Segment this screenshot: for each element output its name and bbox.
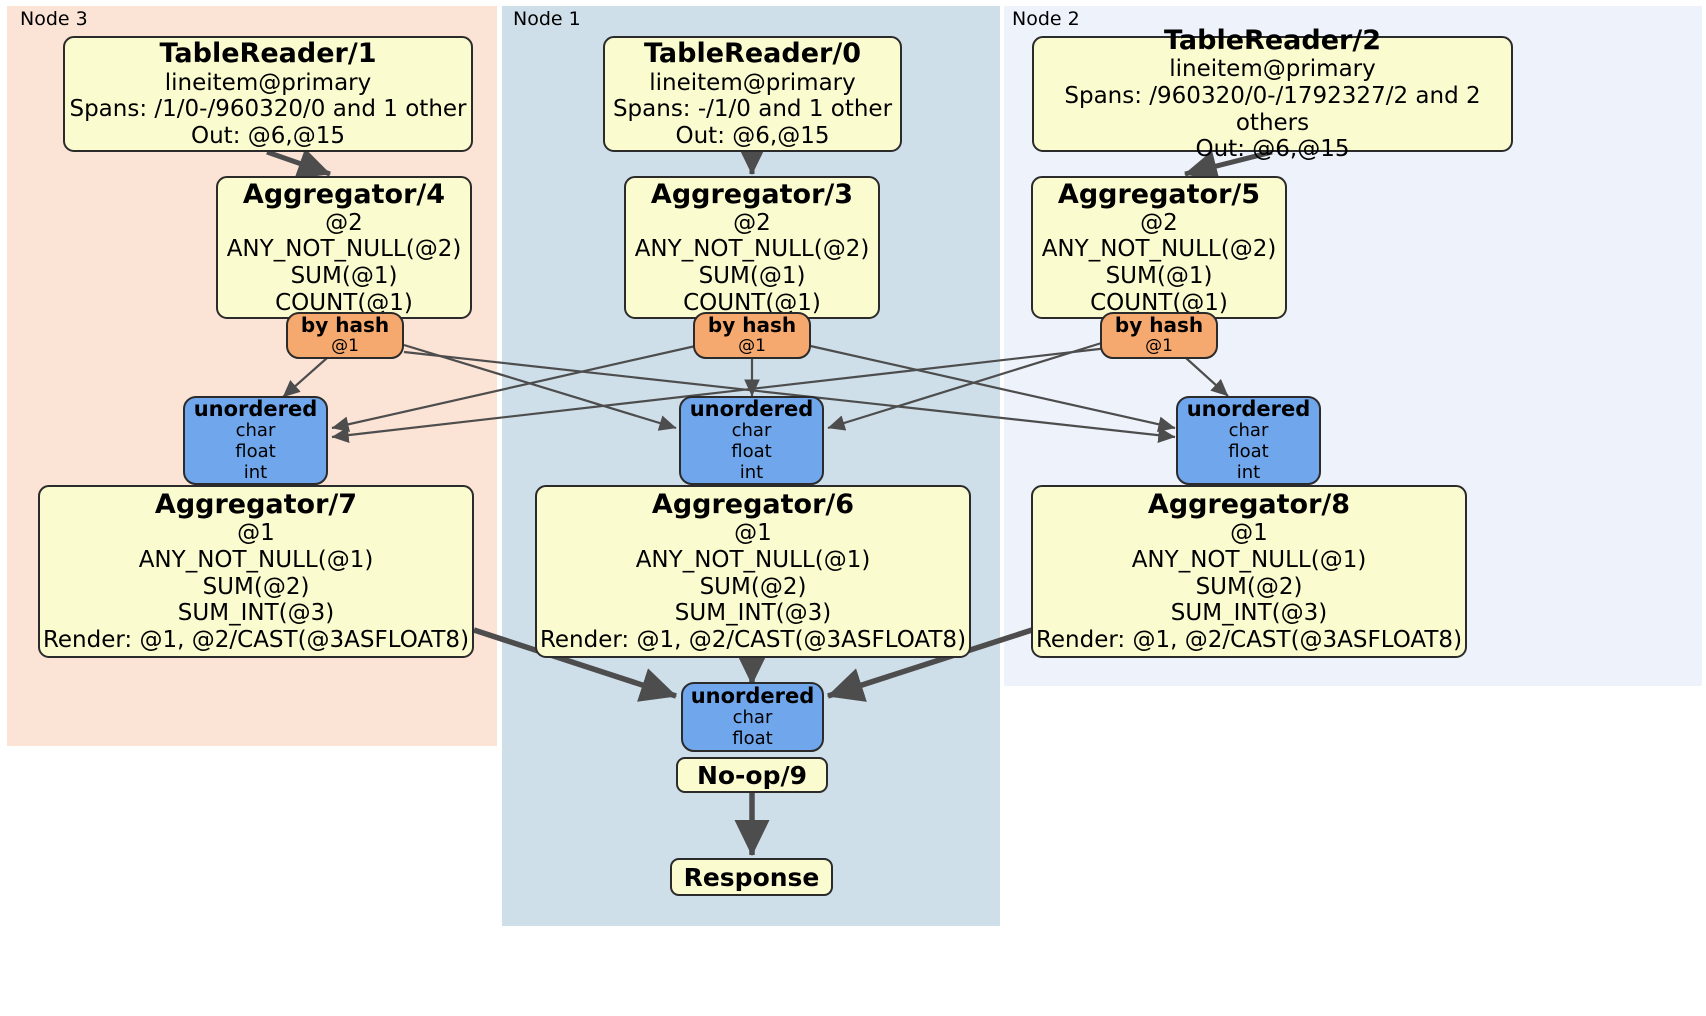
panel-node-1-label: Node 1 xyxy=(513,8,581,30)
processor-title: Response xyxy=(683,862,820,892)
processor-aggregator-4[interactable]: Aggregator/4 @2 ANY_NOT_NULL(@2) SUM(@1)… xyxy=(216,176,472,319)
stream-type: float xyxy=(731,441,772,463)
processor-aggregator-6[interactable]: Aggregator/6 @1 ANY_NOT_NULL(@1) SUM(@2)… xyxy=(535,485,971,658)
processor-detail: SUM(@1) xyxy=(1105,263,1213,290)
processor-detail: Spans: /960320/0-/1792327/2 and 2 others xyxy=(1064,82,1481,136)
processor-detail: SUM(@2) xyxy=(1195,573,1303,600)
processor-render: Render: @1, @2/CAST(@3ASFLOAT8) xyxy=(42,627,470,654)
stream-type: char xyxy=(1228,420,1269,442)
router-detail: @1 xyxy=(331,336,359,357)
stream-title: unordered xyxy=(690,683,815,708)
stream-type: float xyxy=(732,728,773,750)
stream-type: int xyxy=(1236,462,1261,484)
processor-aggregator-8[interactable]: Aggregator/8 @1 ANY_NOT_NULL(@1) SUM(@2)… xyxy=(1031,485,1467,658)
processor-detail: ANY_NOT_NULL(@2) xyxy=(1041,236,1277,263)
processor-detail: Out: @6,@15 xyxy=(191,122,345,149)
processor-title: No-op/9 xyxy=(696,760,808,790)
processor-title: Aggregator/4 xyxy=(242,178,446,210)
stream-type: int xyxy=(243,462,268,484)
processor-title: Aggregator/3 xyxy=(650,178,854,210)
processor-detail: ANY_NOT_NULL(@1) xyxy=(635,547,871,574)
processor-detail: ANY_NOT_NULL(@1) xyxy=(138,547,374,574)
processor-tablereader-0[interactable]: TableReader/0 lineitem@primary Spans: -/… xyxy=(603,36,902,152)
processor-detail: SUM_INT(@3) xyxy=(674,600,832,627)
processor-title: Aggregator/5 xyxy=(1057,178,1261,210)
stream-title: unordered xyxy=(193,397,318,422)
stream-type: char xyxy=(235,420,276,442)
processor-detail: SUM(@1) xyxy=(290,263,398,290)
processor-render: Render: @1, @2/CAST(@3ASFLOAT8) xyxy=(539,627,967,654)
processor-title: TableReader/1 xyxy=(159,38,377,70)
processor-detail: Out: @6,@15 xyxy=(1195,136,1350,163)
router-title: by hash xyxy=(300,313,390,338)
router-by-hash-center[interactable]: by hash @1 xyxy=(693,312,811,359)
processor-detail: COUNT(@1) xyxy=(275,289,413,316)
processor-title: TableReader/2 xyxy=(1164,25,1381,56)
processor-no-op-9[interactable]: No-op/9 xyxy=(676,757,828,793)
processor-aggregator-3[interactable]: Aggregator/3 @2 ANY_NOT_NULL(@2) SUM(@1)… xyxy=(624,176,880,319)
processor-detail: SUM(@2) xyxy=(202,573,310,600)
processor-detail: SUM_INT(@3) xyxy=(177,600,335,627)
processor-render: Render: @1, @2/CAST(@3ASFLOAT8) xyxy=(1035,627,1463,654)
stream-type: char xyxy=(731,420,772,442)
processor-detail: Spans: /1/0-/960320/0 and 1 other xyxy=(69,96,467,123)
stream-type: float xyxy=(1228,441,1269,463)
stream-type: char xyxy=(732,707,773,729)
processor-detail: lineitem@primary xyxy=(1169,56,1376,83)
processor-title: TableReader/0 xyxy=(644,38,861,70)
processor-title: Aggregator/6 xyxy=(651,489,855,521)
router-by-hash-left[interactable]: by hash @1 xyxy=(286,312,404,359)
router-detail: @1 xyxy=(1145,336,1173,357)
stream-unordered-final[interactable]: unordered char float xyxy=(681,682,824,752)
processor-detail: @2 xyxy=(325,209,363,236)
processor-title: Aggregator/7 xyxy=(154,489,358,521)
processor-detail: SUM_INT(@3) xyxy=(1170,600,1328,627)
router-detail: @1 xyxy=(738,336,766,357)
stream-type: float xyxy=(235,441,276,463)
router-by-hash-right[interactable]: by hash @1 xyxy=(1100,312,1218,359)
processor-detail: @2 xyxy=(733,209,771,236)
processor-detail: Spans: -/1/0 and 1 other xyxy=(612,96,893,123)
router-title: by hash xyxy=(707,313,797,338)
processor-detail: ANY_NOT_NULL(@2) xyxy=(226,236,462,263)
processor-aggregator-7[interactable]: Aggregator/7 @1 ANY_NOT_NULL(@1) SUM(@2)… xyxy=(38,485,474,658)
processor-detail: ANY_NOT_NULL(@2) xyxy=(634,236,870,263)
stream-unordered-center[interactable]: unordered char float int xyxy=(679,396,824,485)
processor-tablereader-1[interactable]: TableReader/1 lineitem@primary Spans: /1… xyxy=(63,36,473,152)
processor-detail: Out: @6,@15 xyxy=(675,122,830,149)
processor-detail: COUNT(@1) xyxy=(1090,289,1228,316)
stream-type: int xyxy=(739,462,764,484)
processor-tablereader-2[interactable]: TableReader/2 lineitem@primary Spans: /9… xyxy=(1032,25,1513,162)
processor-detail: SUM(@2) xyxy=(699,573,807,600)
processor-detail: COUNT(@1) xyxy=(683,289,821,316)
stream-unordered-left[interactable]: unordered char float int xyxy=(183,396,328,485)
router-title: by hash xyxy=(1114,313,1204,338)
stream-unordered-right[interactable]: unordered char float int xyxy=(1176,396,1321,485)
processor-detail: SUM(@1) xyxy=(698,263,806,290)
panel-node-3-label: Node 3 xyxy=(20,8,88,30)
stream-title: unordered xyxy=(689,397,814,422)
processor-aggregator-5[interactable]: Aggregator/5 @2 ANY_NOT_NULL(@2) SUM(@1)… xyxy=(1031,176,1287,319)
stream-title: unordered xyxy=(1186,397,1311,422)
processor-detail: @1 xyxy=(237,520,275,547)
processor-detail: @1 xyxy=(1230,520,1268,547)
processor-response[interactable]: Response xyxy=(670,858,833,896)
processor-detail: lineitem@primary xyxy=(649,69,856,96)
processor-title: Aggregator/8 xyxy=(1147,489,1351,521)
processor-detail: ANY_NOT_NULL(@1) xyxy=(1131,547,1367,574)
processor-detail: @1 xyxy=(734,520,772,547)
panel-node-2-label: Node 2 xyxy=(1012,8,1080,30)
processor-detail: @2 xyxy=(1140,209,1178,236)
processor-detail: lineitem@primary xyxy=(164,69,372,96)
